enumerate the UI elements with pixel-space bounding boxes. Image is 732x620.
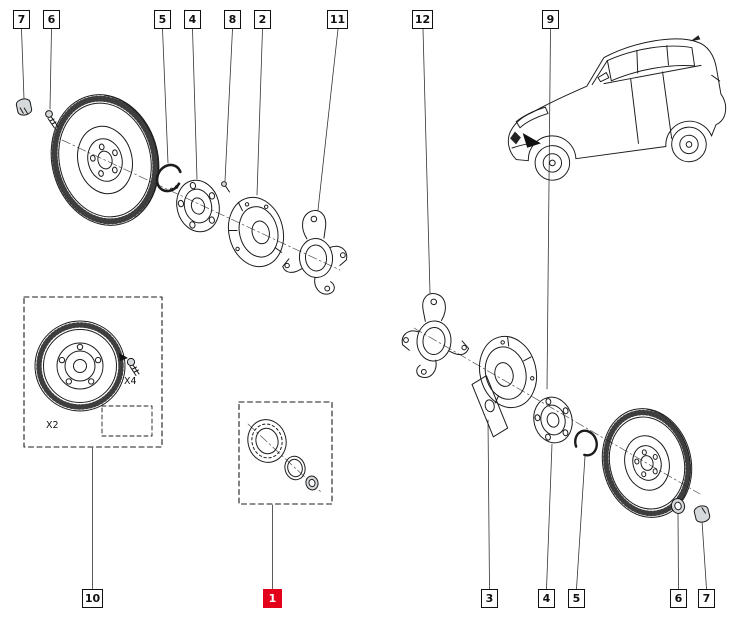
hub-dust-cap-right [693,505,711,523]
hub-dust-cap-left [15,98,33,116]
callout-top-4[interactable]: 4 [184,10,201,29]
callout-bottom-4[interactable]: 4 [538,589,555,608]
side-mirror [597,72,610,83]
hub-bolt-left [45,110,58,129]
brake-disc-kit-box: X2 X4 [23,296,163,448]
callout-top-7[interactable]: 7 [13,10,30,29]
callout-bottom-3[interactable]: 3 [481,589,498,608]
splash-shield-left [227,196,285,268]
callout-top-9[interactable]: 9 [542,10,559,29]
steering-knuckle-left [282,210,348,295]
brake-disc-front-right [601,408,693,518]
rear-wheel [671,126,707,163]
kit-extra-box [101,405,153,437]
bolt-pointer-arrow-icon [119,353,128,361]
bearing-kit-box [238,401,333,505]
wheel-bearing [247,419,287,463]
callout-bottom-6[interactable]: 6 [670,589,687,608]
taillight [711,74,721,82]
brake-disc-front-view [34,320,126,412]
bolt-quantity-label: X4 [124,376,137,387]
callout-top-8[interactable]: 8 [224,10,241,29]
headlight [515,106,549,129]
callout-bottom-1-selected[interactable]: 1 [263,589,282,608]
snap-ring-right [574,429,598,457]
brake-disc-front-left [50,94,160,226]
shield-gasket [471,375,509,438]
steering-knuckle-right [401,293,470,378]
shield-bolt [221,181,230,193]
callout-top-11[interactable]: 11 [327,10,348,29]
leader-lines [21,28,707,590]
wheel-hub-right [533,396,573,444]
roof-antenna-icon [690,35,701,42]
callout-top-5[interactable]: 5 [154,10,171,29]
renault-diamond-icon [510,131,521,145]
callout-top-6[interactable]: 6 [43,10,60,29]
wheel-hub-left [176,179,220,233]
callout-bottom-10[interactable]: 10 [82,589,103,608]
vehicle-illustration [507,35,727,181]
callout-top-2[interactable]: 2 [254,10,271,29]
disc-quantity-label: X2 [46,420,59,431]
hub-washer-right [670,498,686,514]
wheel-pointer-arrow-icon [522,132,541,148]
front-wheel [534,145,571,181]
bearing-ring [284,455,306,481]
callout-top-12[interactable]: 12 [412,10,433,29]
disc-bolt [126,357,140,376]
callout-bottom-5[interactable]: 5 [568,589,585,608]
hub-nut [305,475,319,491]
callout-bottom-7[interactable]: 7 [698,589,715,608]
snap-ring-left [155,163,183,193]
